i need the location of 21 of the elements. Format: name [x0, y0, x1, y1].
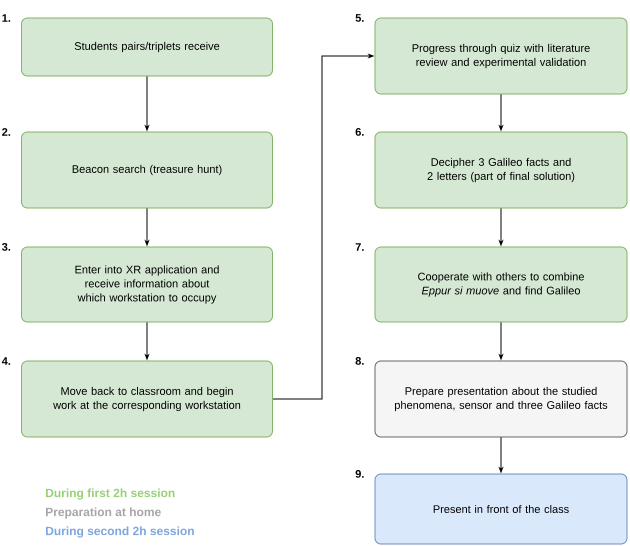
step-number: 1.: [2, 14, 10, 22]
legend-entry: During first 2h session: [46, 488, 174, 500]
step-number: 6.: [356, 128, 364, 136]
step-number: 7.: [356, 243, 364, 251]
process-box: Enter into XR application and receive information about which workstation to occupy: [21, 246, 273, 322]
process-box: Present in front of the class: [374, 474, 628, 544]
step-number: 9.: [356, 470, 364, 478]
step-number: 8.: [356, 357, 364, 365]
process-box: Progress through quiz with literature review and experimental validation: [374, 18, 628, 94]
process-box: Move back to classroom and begin work at the corresponding workstation: [21, 360, 273, 438]
process-box: Prepare presentation about the studied phenomena, sensor and three Galileo facts: [374, 360, 628, 438]
legend-entry: Preparation at home: [46, 507, 161, 519]
process-box: Students pairs/triplets receive: [21, 18, 273, 76]
step-number: 2.: [2, 128, 10, 136]
step-number: 5.: [356, 14, 364, 22]
step-number: 3.: [2, 243, 10, 251]
legend-entry: During second 2h session: [46, 526, 194, 538]
process-box: Cooperate with others to combine Eppur si muove and find Galileo: [374, 246, 628, 322]
process-box: Beacon search (treasure hunt): [21, 132, 273, 208]
step-number: 4.: [2, 357, 10, 365]
process-box: Decipher 3 Galileo facts and 2 letters (part of final solution): [374, 132, 628, 208]
